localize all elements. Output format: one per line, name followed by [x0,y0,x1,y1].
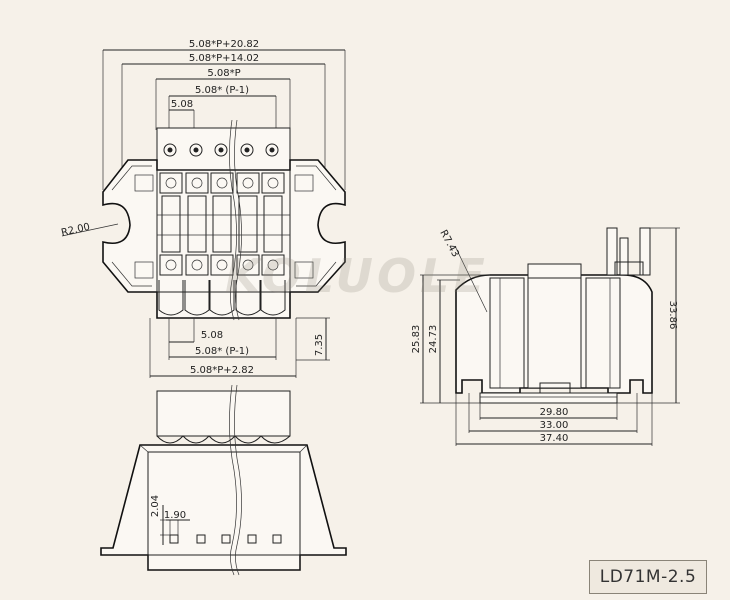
dim-pin-width: 1.90 [164,510,186,521]
wire-entries [158,280,286,316]
bottom-view [100,384,347,576]
screw-heads [163,143,279,157]
dim-top-second: 5.08*P+14.02 [189,53,259,64]
radius-leader [61,223,119,237]
dim-width-3: 37.40 [540,433,569,444]
pins [169,534,282,544]
upper-terminal-row [159,172,285,194]
lower-terminal-row [159,254,285,276]
dim-height-2: 24.73 [428,325,439,354]
dim-height-1: 25.83 [411,325,422,354]
dim-bottom-total: 5.08*P+2.82 [190,365,254,376]
top-view [102,119,346,321]
dim-width-2: 33.00 [540,420,569,431]
side-dimension-lines [420,227,680,446]
lower-dimension-lines [149,317,330,378]
side-radius-leader [454,245,488,313]
dim-top-pitch: 5.08 [171,99,193,110]
dim-top-third: 5.08*P [207,68,240,79]
side-view [455,227,653,404]
model-label: LD71M-2.5 [589,560,707,594]
dim-top-total: 5.08*P+20.82 [189,39,259,50]
dim-top-fourth: 5.08* (P-1) [195,85,249,96]
dim-bottom-second: 5.08* (P-1) [195,346,249,357]
dim-pin-height: 2.04 [150,495,161,517]
watermark-logo: KOLUOLE [225,249,489,303]
dim-bottom-pitch: 5.08 [201,330,223,341]
dim-radius-left: R2.00 [60,222,91,239]
dim-side-height: 7.35 [314,334,325,356]
top-dimension-lines [102,49,346,190]
dim-width-1: 29.80 [540,407,569,418]
dim-height-total: 33.86 [667,301,678,330]
middle-slots [157,195,290,253]
